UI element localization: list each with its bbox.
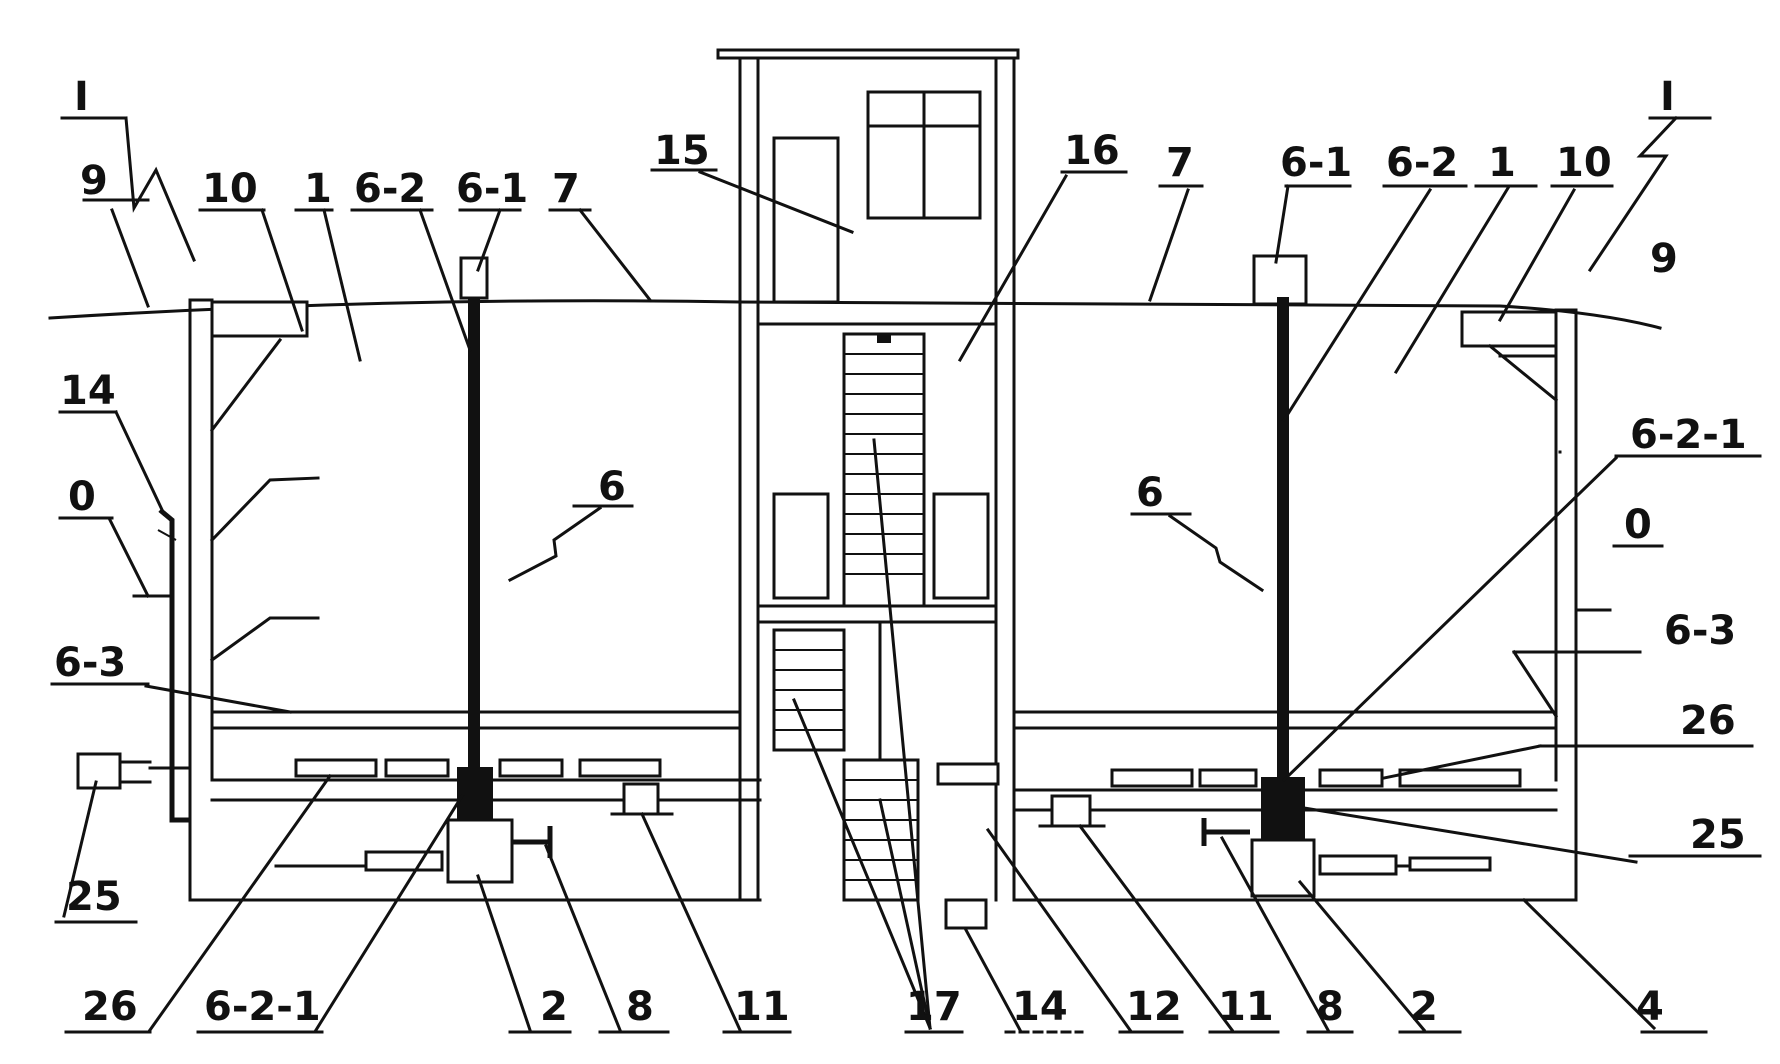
left-base-2 [446,818,514,884]
label-10-right: 10 [1556,140,1612,186]
label-2-right: 2 [1410,984,1438,1030]
right-cap-10 [1460,310,1558,348]
label-17: 17 [906,984,962,1030]
label-6-2-left: 6-2 [354,166,426,212]
label-14-left: 14 [60,368,116,414]
label-6-right: 6 [1136,470,1164,516]
left-impeller-6-2-1 [457,767,493,821]
center-building [716,48,1020,930]
label-I-left: I [74,74,89,120]
right-pipe-26 [1110,768,1194,788]
left-cap-10 [210,300,309,338]
label-2-left: 2 [540,984,568,1030]
label-6-3-left: 6-3 [54,640,126,686]
label-25-left: 25 [66,874,122,920]
building-door [772,136,840,304]
label-25-right: 25 [1690,812,1746,858]
left-motor-6-1 [459,256,489,300]
label-0-left: 0 [68,474,96,520]
label-6-3-right: 6-3 [1664,608,1736,654]
label-7-left: 7 [552,166,580,212]
left-pipe-26 [294,758,378,778]
right-outlet-11 [1050,794,1092,828]
label-I-right: I [1660,74,1675,120]
right-shaft-6-2 [1277,297,1289,779]
label-10-left: 10 [202,166,258,212]
label-26-right: 26 [1680,698,1736,744]
label-1-left: 1 [304,166,332,212]
label-9-left: 9 [80,158,108,204]
label-14-bottom: 14 [1012,984,1068,1030]
label-6-1-left: 6-1 [456,166,528,212]
label-4: 4 [1636,984,1664,1030]
left-tank [76,68,762,902]
label-6-2-1-right: 6-2-1 [1630,412,1747,458]
label-9-right: 9 [1650,236,1678,282]
label-7-right: 7 [1166,140,1194,186]
label-26-bottom: 26 [82,984,138,1030]
label-6-left: 6 [598,464,626,510]
label-12: 12 [1126,984,1182,1030]
left-outlet-11 [622,782,660,816]
right-motor-6-1 [1252,254,1308,306]
label-11-left: 11 [734,984,790,1030]
left-shaft-6-2 [468,297,480,769]
label-8-right: 8 [1316,984,1344,1030]
labels: I 9 10 1 6-2 6-1 7 15 16 7 6-1 6-2 1 10 … [54,74,1747,1030]
label-6-2-1-bottom: 6-2-1 [204,984,321,1030]
label-0-right: 0 [1624,502,1652,548]
leader-lines [50,115,1762,1034]
label-8-left: 8 [626,984,654,1030]
label-15: 15 [654,128,710,174]
right-impeller-6-2-1 [1261,777,1305,839]
label-6-2-right: 6-2 [1386,140,1458,186]
left-pump-25 [76,752,122,790]
sump-14 [944,898,988,930]
label-6-1-right: 6-1 [1280,140,1352,186]
label-1-right: 1 [1488,140,1516,186]
label-16: 16 [1064,128,1120,174]
label-11-right: 11 [1218,984,1274,1030]
